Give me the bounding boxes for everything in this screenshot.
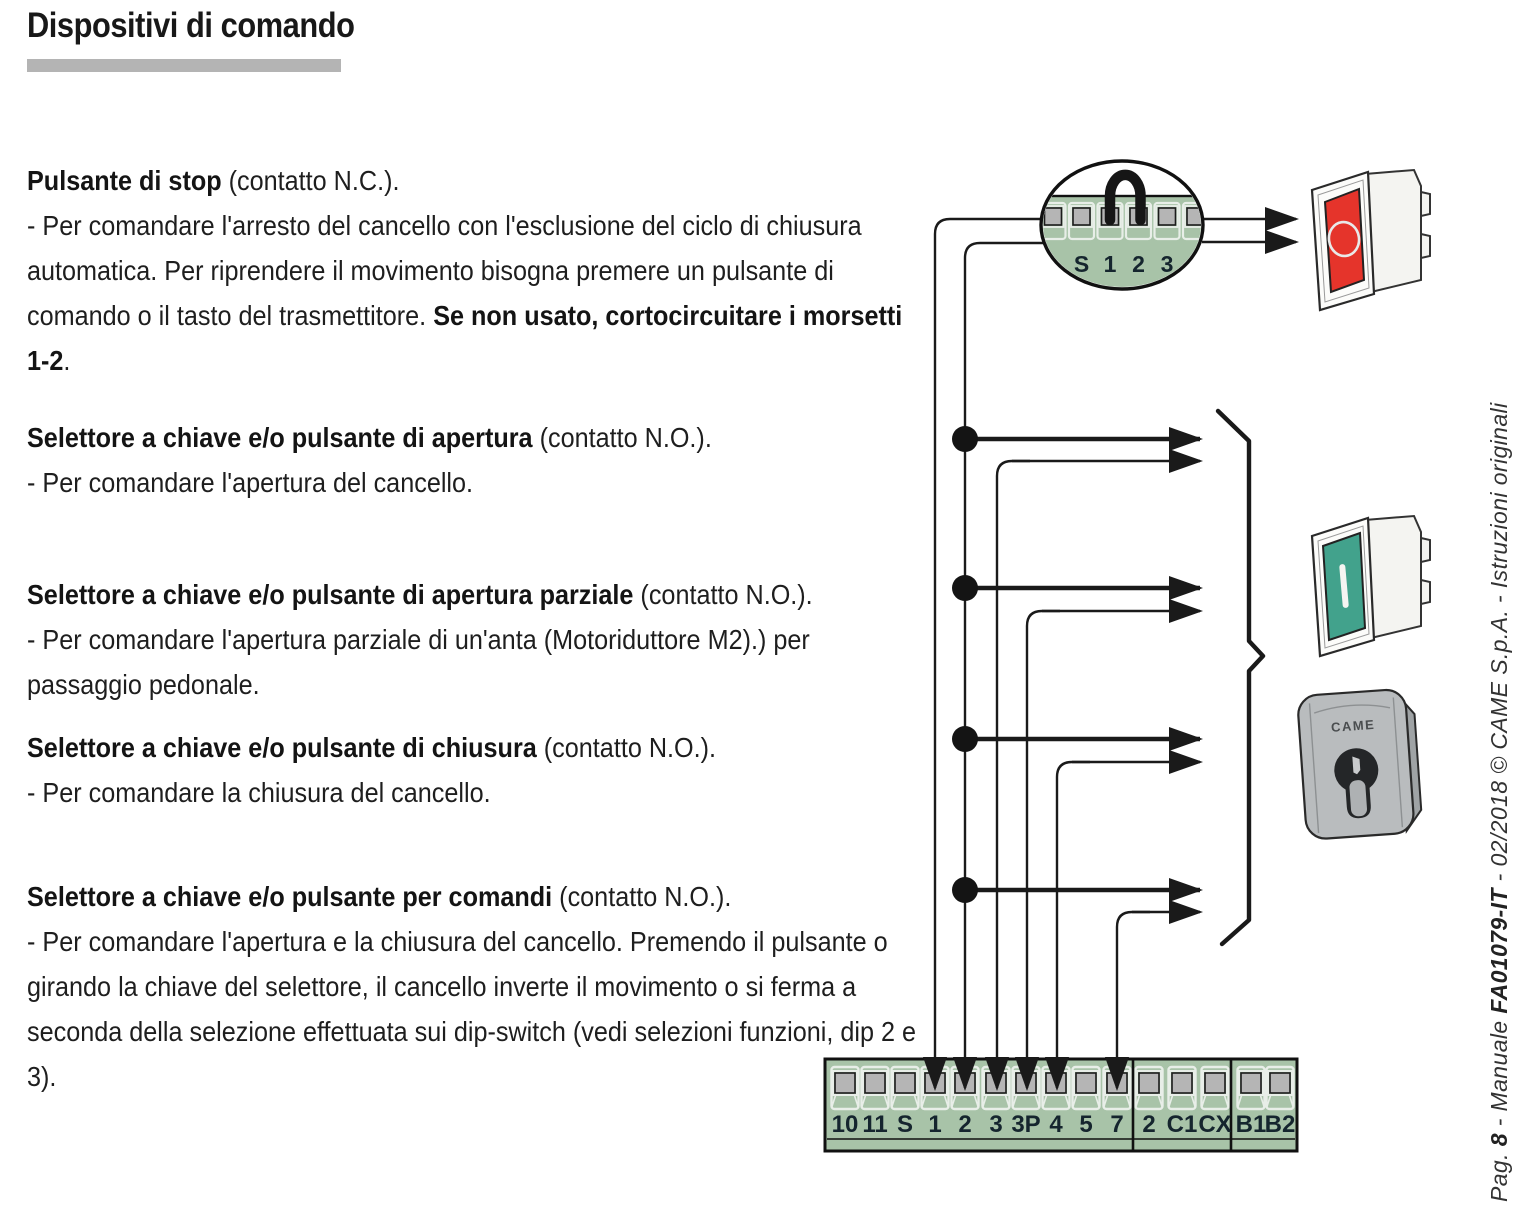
terminal-block: 10 11 S 1 2 3 3P 4 5 7 2 C1 CX B1 B2 <box>823 1057 1299 1153</box>
section-body: - Per comandare l'apertura del cancello. <box>27 467 474 498</box>
terminal-label: 7 <box>1110 1111 1123 1138</box>
section-command-selector: Selettore a chiave e/o pulsante per coma… <box>27 874 927 1099</box>
terminal-label: 3 <box>989 1111 1002 1138</box>
page-footer-vertical: Pag. 8 - Manuale FA01079-IT - 02/2018 © … <box>1486 402 1512 1202</box>
button-ring <box>1327 220 1361 258</box>
section-heading: Selettore a chiave e/o pulsante per coma… <box>27 881 732 912</box>
section-body: - Per comandare l'arresto del cancello c… <box>27 210 903 376</box>
section-heading: Selettore a chiave e/o pulsante di apert… <box>27 422 712 453</box>
junction-dot <box>952 726 978 752</box>
button-slot <box>1339 564 1349 608</box>
terminal-label: 3P <box>1011 1111 1040 1138</box>
page-title: Dispositivi di comando <box>27 6 355 45</box>
terminal-label: 5 <box>1079 1111 1092 1138</box>
title-underline-bar <box>27 59 341 72</box>
wire-terminal-3 <box>985 459 1030 1091</box>
terminal-label: 1 <box>928 1111 941 1138</box>
section-open-selector: Selettore a chiave e/o pulsante di apert… <box>27 415 927 505</box>
wire-terminal-4 <box>1045 760 1090 1091</box>
oval-terminal-label: S <box>1074 251 1089 277</box>
wire-terminal-1 <box>923 217 1052 1091</box>
key-icon <box>1352 756 1361 775</box>
open-button-illustration <box>1310 514 1431 658</box>
came-brand-label: CAME <box>1331 717 1376 735</box>
terminal-label: 2 <box>1142 1111 1155 1138</box>
grouping-brace <box>1215 408 1266 947</box>
terminal-label: C1 <box>1167 1111 1198 1138</box>
section-heading: Selettore a chiave e/o pulsante di apert… <box>27 579 813 610</box>
wires <box>923 207 1299 1091</box>
wire-terminal-3P <box>1015 609 1060 1091</box>
junction-dot <box>952 575 978 601</box>
junction-dot <box>952 877 978 903</box>
section-body: - Per comandare l'apertura e la chiusura… <box>27 926 917 1092</box>
section-body: - Per comandare la chiusura del cancello… <box>27 777 491 808</box>
junction-dots <box>952 426 978 903</box>
section-body: - Per comandare l'apertura parziale di u… <box>27 624 810 700</box>
terminal-label: B1 <box>1236 1111 1267 1138</box>
section-heading: Selettore a chiave e/o pulsante di chius… <box>27 732 717 763</box>
wire-terminal-2-common <box>953 241 1052 1091</box>
oval-terminal-label: 3 <box>1161 251 1174 277</box>
section-heading: Pulsante di stop (contatto N.C.). <box>27 165 400 196</box>
red-button-face <box>1323 187 1366 294</box>
junction-dot <box>952 426 978 452</box>
stop-jumper-detail-oval: S 1 2 3 <box>1039 159 1205 291</box>
key-selector-illustration: CAME <box>1297 688 1423 840</box>
terminal-label: 10 <box>832 1111 859 1138</box>
section-close-selector: Selettore a chiave e/o pulsante di chius… <box>27 725 927 815</box>
terminal-label: 2 <box>958 1111 971 1138</box>
section-partial-open-selector: Selettore a chiave e/o pulsante di apert… <box>27 572 927 707</box>
terminal-label: 4 <box>1049 1111 1063 1138</box>
oval-terminal-label: 2 <box>1132 251 1145 277</box>
stop-button-illustration <box>1310 168 1431 312</box>
oval-terminal-label: 1 <box>1104 251 1117 277</box>
terminal-label: S <box>897 1111 913 1138</box>
terminal-label: 11 <box>862 1111 887 1138</box>
terminal-label: CX <box>1198 1111 1231 1138</box>
section-stop-button: Pulsante di stop (contatto N.C.). - Per … <box>27 158 927 383</box>
jumper-wire <box>1104 169 1146 226</box>
terminal-label: B2 <box>1265 1111 1296 1138</box>
wire-terminal-7 <box>1105 910 1150 1091</box>
